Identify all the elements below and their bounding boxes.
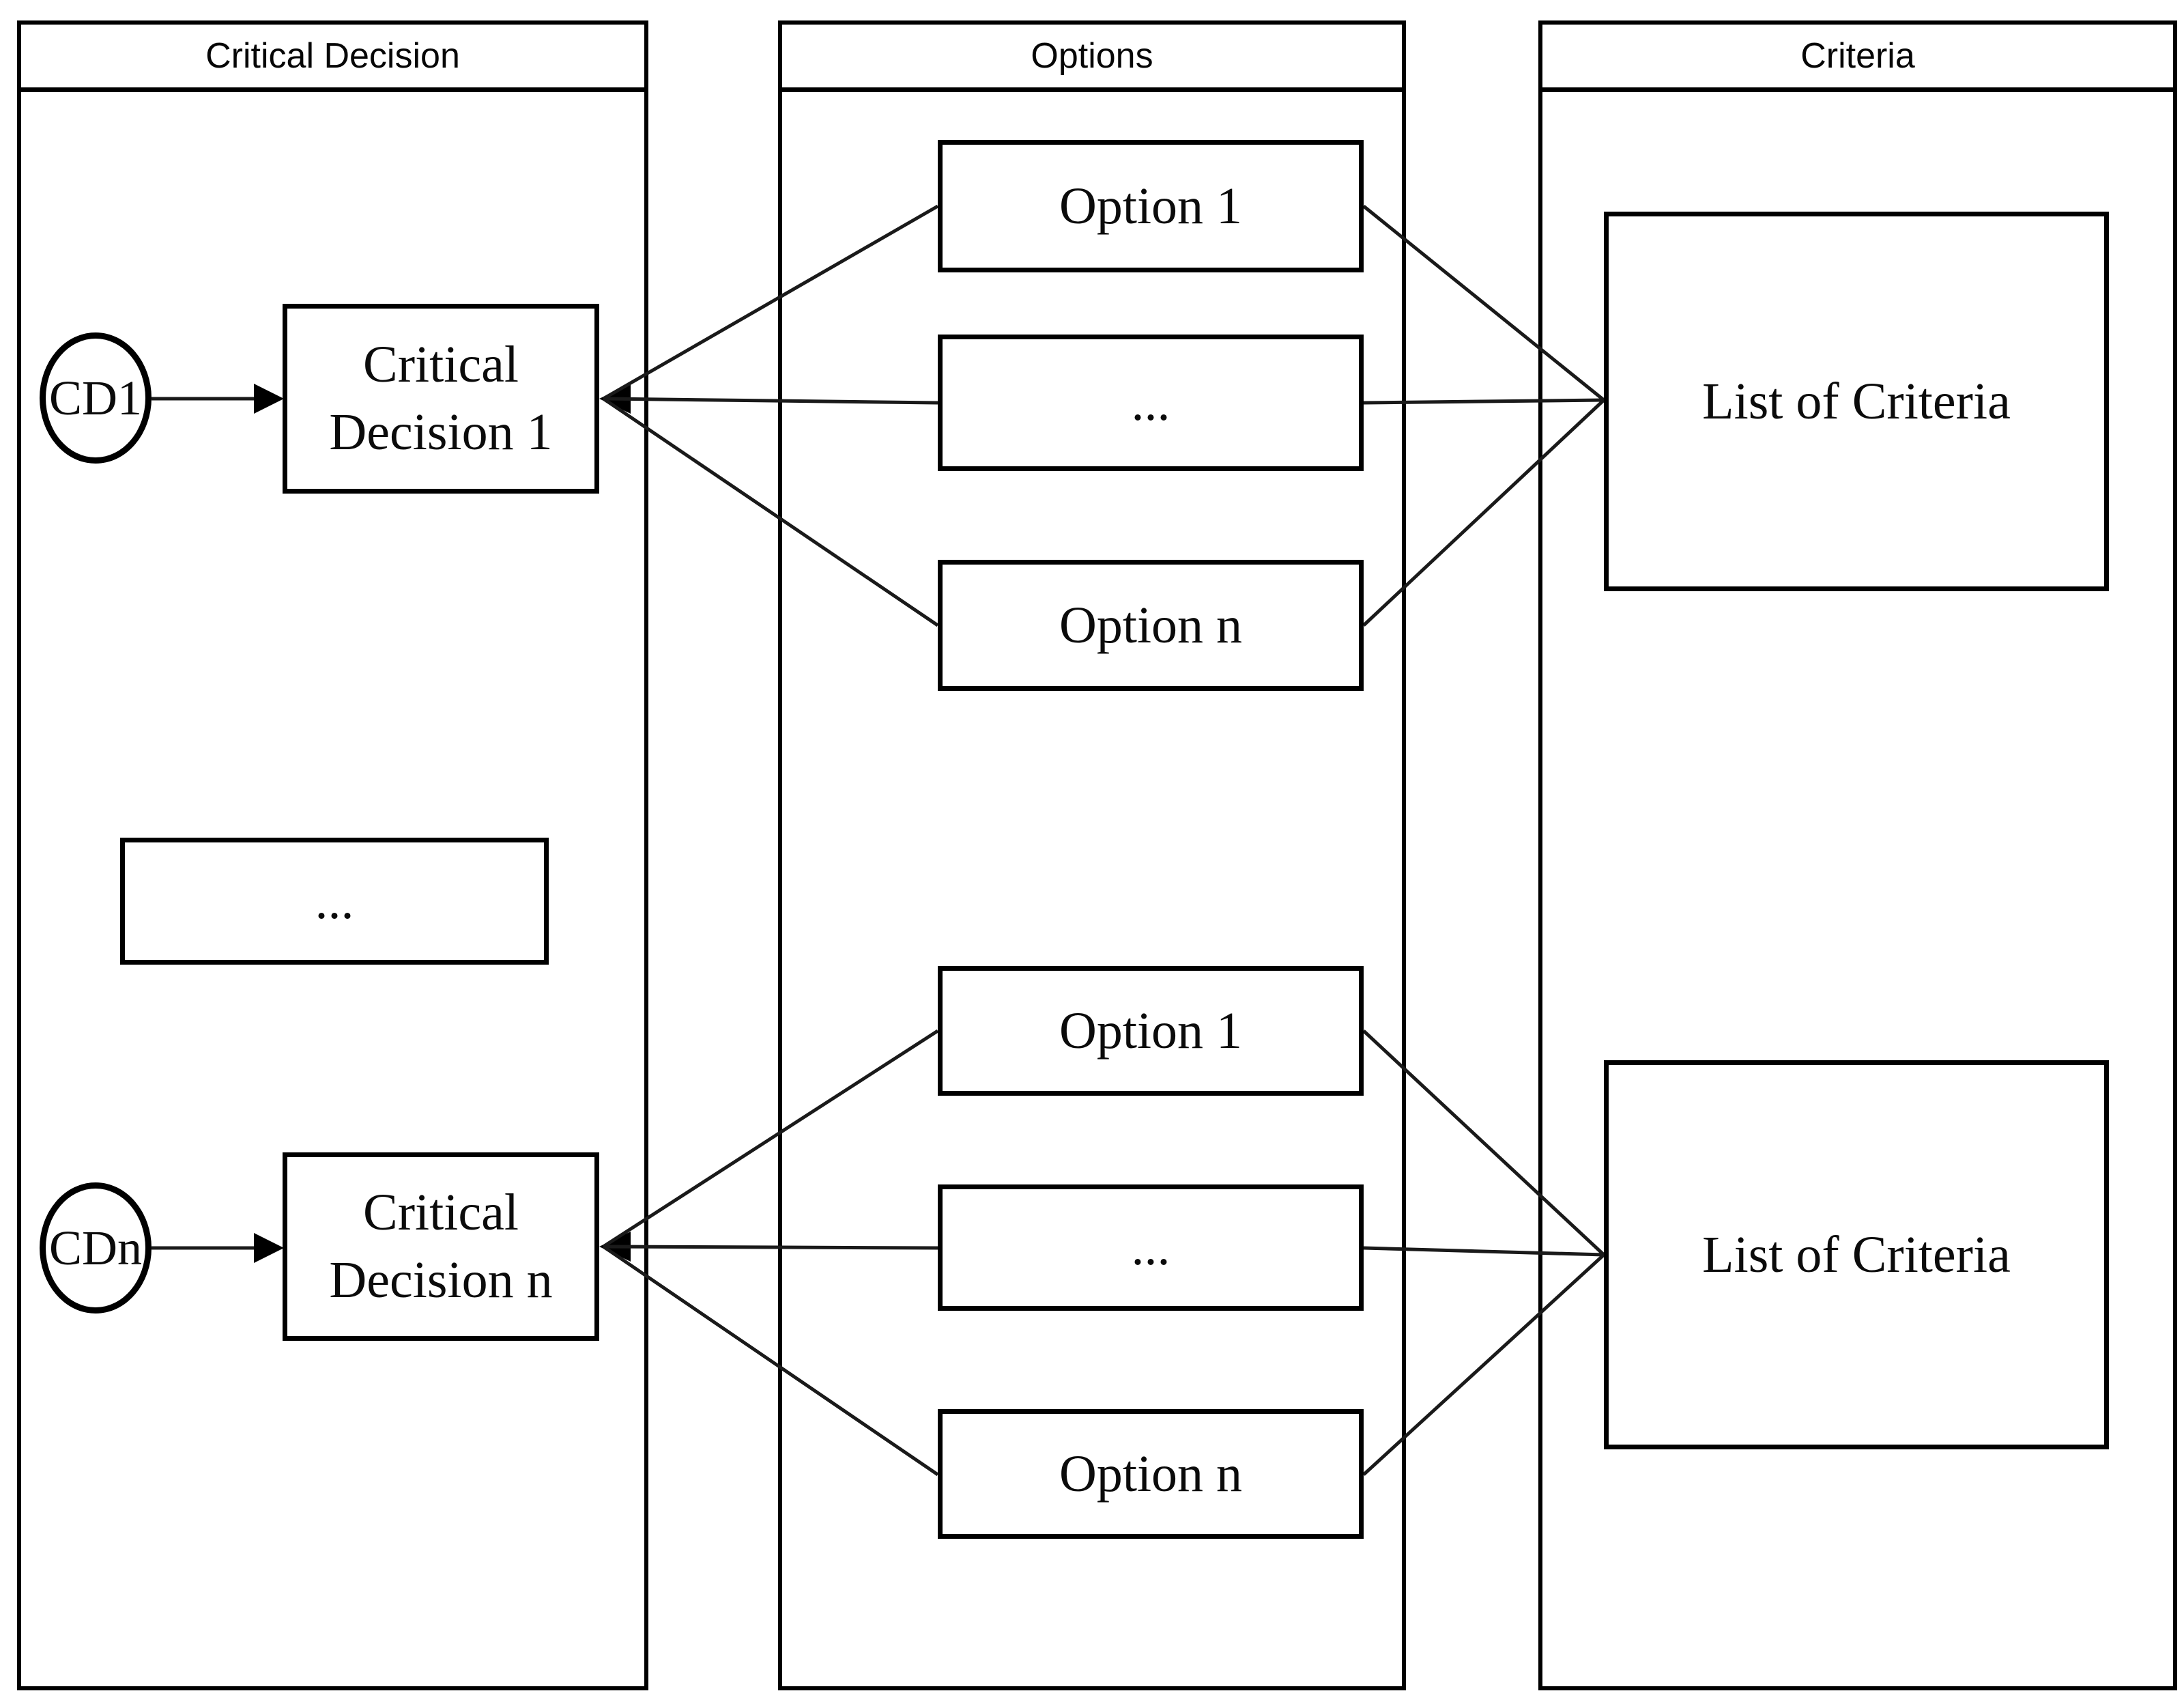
option-label: Option 1 [1059,1002,1243,1060]
lane-critical-decision: Critical Decision [17,20,648,1690]
lane-title: Criteria [1800,36,1915,76]
critical-decision-n-label: Critical Decision n [329,1184,553,1309]
cdn-label: CDn [48,1220,143,1275]
top-option-n-box: Option n [938,560,1364,691]
bottom-option-ellipsis-box: ... [938,1184,1364,1311]
criteria-list-bottom-box: List of Criteria [1604,1060,2109,1449]
arrow-cdn-to-decisionn [152,1233,284,1263]
criteria-list-top-box: List of Criteria [1604,212,2109,591]
arrow-cd1-to-decision1 [152,384,284,414]
option-label: Option n [1059,1445,1243,1503]
top-option-1-box: Option 1 [938,140,1364,272]
option-label: Option n [1059,596,1243,654]
arrowhead-right-icon [254,1233,284,1263]
criteria-label: List of Criteria [1702,372,2011,430]
lane-header-options: Options [782,25,1402,92]
critical-decision-1-box: Critical Decision 1 [283,304,599,494]
top-option-ellipsis-box: ... [938,335,1364,471]
fan-decisionn-to-options [599,1029,939,1477]
criteria-label: List of Criteria [1702,1225,2011,1283]
decisions-ellipsis-box: ... [120,838,549,965]
option-label: ... [1131,1219,1170,1277]
fan-decision1-to-options [599,204,939,627]
option-label: Option 1 [1059,177,1243,235]
converge-options-to-criteria-top [1362,205,1605,627]
bottom-option-1-box: Option 1 [938,966,1364,1096]
arrowhead-right-icon [254,384,284,414]
lane-title: Options [1031,36,1153,76]
option-label: ... [1131,373,1170,431]
cdn-start-ellipse: CDn [40,1182,152,1314]
bottom-option-n-box: Option n [938,1409,1364,1539]
ellipsis-label: ... [315,872,354,930]
lane-header-criteria: Criteria [1542,25,2173,92]
critical-decision-n-box: Critical Decision n [283,1152,599,1341]
lane-header-critical-decision: Critical Decision [21,25,644,92]
critical-decision-1-label: Critical Decision 1 [329,336,553,461]
converge-options-to-criteria-bottom [1362,1030,1605,1476]
cd1-start-ellipse: CD1 [40,332,152,464]
lane-options: Options [778,20,1406,1690]
lane-criteria: Criteria [1538,20,2177,1690]
cd1-label: CD1 [48,370,143,425]
lane-title: Critical Decision [205,36,460,76]
